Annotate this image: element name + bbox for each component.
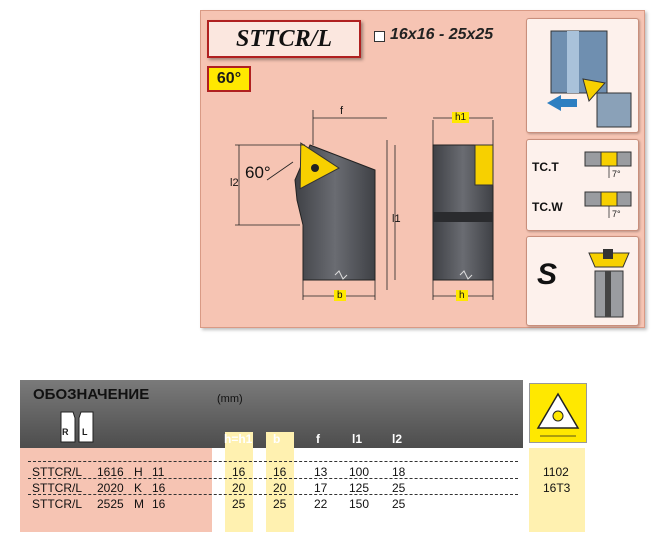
row-l1: 150 (349, 497, 370, 511)
row-l2: 25 (392, 481, 406, 495)
row-l1: 100 (349, 465, 370, 479)
col-header-l2: l2 (392, 432, 403, 446)
row-h: 20 (232, 481, 246, 495)
size-range: 16x16 - 25x25 (390, 26, 494, 43)
row-h: 25 (232, 497, 246, 511)
holder-orientation-icon (547, 30, 632, 128)
clearance-diagram (584, 151, 632, 218)
row-l2: 18 (392, 465, 406, 479)
row-size: 2020 (97, 481, 124, 495)
row-l2: 25 (392, 497, 406, 511)
tool-title: STTCR/L (207, 20, 361, 58)
row-letter: K (134, 481, 143, 495)
row-b: 20 (273, 481, 287, 495)
row-size: 2525 (97, 497, 124, 511)
tc-t-label: TC.T (532, 160, 559, 174)
col-b-highlight (266, 432, 294, 532)
row-h: 16 (232, 465, 246, 479)
row-b: 25 (273, 497, 287, 511)
clamping-type-letter: S (537, 258, 558, 291)
rl-label-l: L (82, 427, 88, 437)
row-divider (28, 461, 518, 462)
row-size: 1616 (97, 465, 124, 479)
row-name: STTCR/L (32, 497, 83, 511)
angle-badge: 60° (207, 66, 251, 92)
dim-l1: l1 (392, 213, 401, 225)
angle-label: 60° (245, 163, 271, 182)
dim-h: h (456, 290, 468, 301)
col-header-l1: l1 (352, 432, 363, 446)
clearance-box: TC.T TC.W 7° 7° (526, 139, 639, 231)
row-f: 13 (314, 465, 328, 479)
row-len: 11 (152, 465, 165, 479)
insert-column (529, 448, 585, 532)
row-len: 16 (152, 481, 166, 495)
tc-w-label: TC.W (532, 200, 563, 214)
tc-t-angle: 7° (612, 169, 621, 179)
row-letter: H (134, 465, 143, 479)
row-f: 22 (314, 497, 328, 511)
designation-column (20, 448, 212, 532)
row-letter: M (134, 497, 144, 511)
col-header-h: h=h1 (224, 432, 253, 446)
tool-front-view (235, 110, 396, 300)
dim-h1: h1 (452, 112, 470, 123)
col-header-b: b (273, 432, 281, 446)
table-unit: (mm) (217, 393, 243, 405)
col-header-f: f (316, 432, 320, 446)
dim-l2: l2 (230, 177, 239, 189)
row-divider (28, 478, 518, 479)
clamping-screw-icon (588, 249, 630, 318)
insert-code-2: 16T3 (543, 481, 571, 495)
row-b: 16 (273, 465, 287, 479)
row-divider (28, 494, 518, 495)
insert-code-1: 1102 (543, 465, 569, 479)
clamping-box (526, 236, 639, 326)
col-h-highlight (225, 432, 253, 532)
tool-side-view (432, 117, 494, 300)
rl-label-r: R (62, 427, 69, 437)
row-l1: 125 (349, 481, 370, 495)
row-name: STTCR/L (32, 481, 83, 495)
row-f: 17 (314, 481, 328, 495)
triangle-insert-icon (536, 392, 580, 437)
size-checkbox[interactable] (374, 31, 385, 42)
insert-shape-box (529, 383, 587, 443)
dim-b: b (334, 290, 346, 301)
rl-hand-icon (60, 411, 94, 443)
dim-f: f (340, 105, 344, 117)
row-name: STTCR/L (32, 465, 83, 479)
tc-w-angle: 7° (612, 209, 621, 219)
table-title: ОБОЗНАЧЕНИЕ (33, 386, 150, 403)
holder-orientation-box (526, 18, 639, 133)
row-len: 16 (152, 497, 166, 511)
